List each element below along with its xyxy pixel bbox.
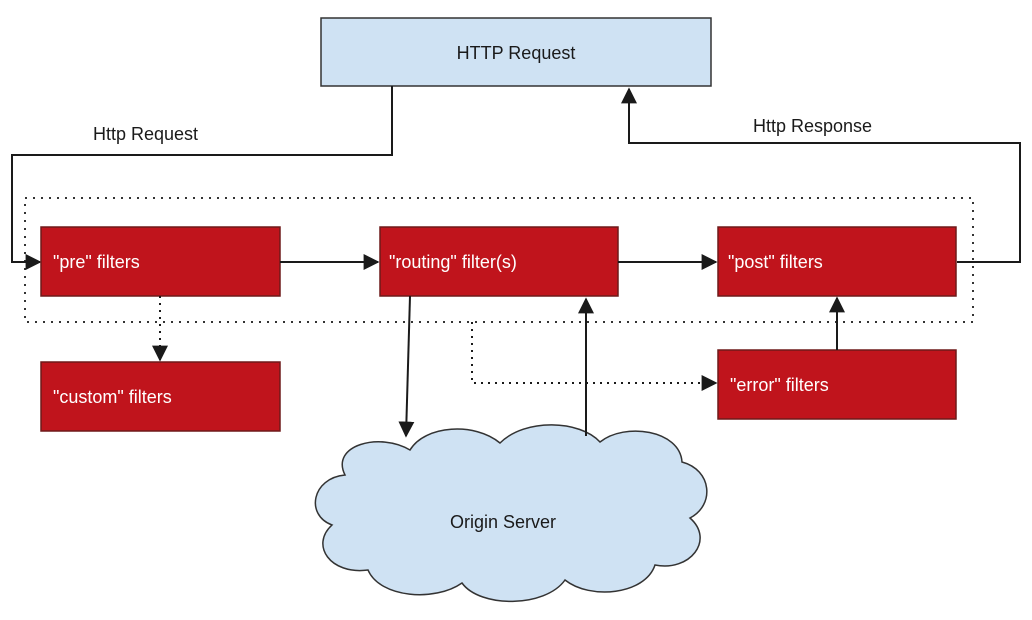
- edge-request-to-pre: [11, 86, 393, 270]
- edge-routing-to-origin: [398, 295, 415, 438]
- custom-filters-node: "custom" filters: [40, 361, 281, 432]
- routing-filters-node: "routing" filter(s): [379, 226, 619, 297]
- routing-filters-label: "routing" filter(s): [389, 252, 517, 272]
- edge-label-http-response: Http Response: [753, 116, 872, 136]
- post-filters-node: "post" filters: [717, 226, 957, 297]
- cloud-shape: [314, 424, 708, 603]
- edge-post-to-response: [621, 87, 1021, 263]
- filter-chain-boundary: [24, 197, 974, 323]
- pre-filters-node: "pre" filters: [40, 226, 281, 297]
- http-request-node: HTTP Request: [320, 17, 712, 87]
- http-request-label: HTTP Request: [457, 43, 576, 63]
- edge-routing-to-error: [471, 322, 718, 391]
- origin-server-node: Origin Server: [314, 424, 708, 603]
- post-filters-label: "post" filters: [728, 252, 823, 272]
- error-filters-node: "error" filters: [717, 349, 957, 420]
- edge-label-http-request: Http Request: [93, 124, 198, 144]
- error-filters-label: "error" filters: [730, 375, 829, 395]
- origin-server-label: Origin Server: [450, 512, 556, 532]
- custom-filters-label: "custom" filters: [53, 387, 172, 407]
- pre-filters-label: "pre" filters: [53, 252, 140, 272]
